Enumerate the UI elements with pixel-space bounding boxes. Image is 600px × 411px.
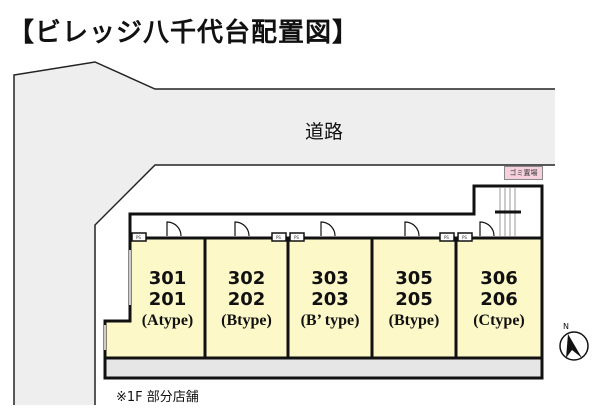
unit-number-lower: 201 bbox=[148, 289, 187, 310]
unit-number-lower: 203 bbox=[311, 289, 349, 310]
unit-number-upper: 301 bbox=[148, 268, 187, 289]
unit-number-upper: 302 bbox=[227, 268, 266, 289]
garbage-area-label: ゴミ置場 bbox=[504, 166, 543, 180]
road-label: 道路 bbox=[305, 121, 344, 143]
svg-text:PS: PS bbox=[136, 235, 141, 240]
compass-icon bbox=[559, 331, 589, 361]
unit-number-lower: 205 bbox=[395, 289, 433, 310]
unit-number-upper: 306 bbox=[480, 268, 518, 289]
unit-label-306: 306 206 (Ctype) bbox=[456, 268, 542, 331]
svg-text:PS: PS bbox=[294, 235, 299, 240]
unit-number-lower: 202 bbox=[227, 289, 266, 310]
page-title: 【ビレッジ八千代台配置図】 bbox=[8, 18, 360, 48]
unit-label-302: 302 202 (Btype) bbox=[205, 268, 288, 331]
footnote: ※1F 部分店舗 bbox=[116, 390, 199, 405]
door-icons bbox=[166, 221, 495, 237]
ps-boxes bbox=[131, 232, 473, 242]
compass-north-label: N bbox=[563, 322, 569, 331]
ground-strip bbox=[103, 356, 544, 380]
road bbox=[14, 62, 555, 405]
unit-number-upper: 305 bbox=[395, 268, 433, 289]
road-edge bbox=[94, 164, 555, 405]
svg-text:PS: PS bbox=[276, 235, 281, 240]
svg-text:PS: PS bbox=[444, 235, 449, 240]
unit-number-upper: 303 bbox=[311, 268, 349, 289]
unit-label-301: 301 201 (Atype) bbox=[130, 268, 205, 331]
unit-type: (Ctype) bbox=[473, 312, 525, 329]
unit-303 bbox=[286, 236, 374, 360]
unit-305 bbox=[370, 236, 458, 360]
unit-type: (B’ type) bbox=[300, 312, 360, 329]
unit-type: (Btype) bbox=[388, 312, 440, 329]
svg-text:PS: PS bbox=[462, 235, 467, 240]
corridor-wall bbox=[128, 184, 544, 378]
unit-302 bbox=[203, 236, 290, 360]
unit-label-303: 303 203 (B’ type) bbox=[288, 268, 372, 331]
unit-type: (Btype) bbox=[221, 312, 272, 329]
unit-label-305: 305 205 (Btype) bbox=[372, 268, 456, 331]
unit-306 bbox=[454, 236, 544, 360]
unit-type: (Atype) bbox=[141, 312, 194, 329]
road-edge bbox=[13, 61, 555, 405]
unit-number-lower: 206 bbox=[480, 289, 518, 310]
